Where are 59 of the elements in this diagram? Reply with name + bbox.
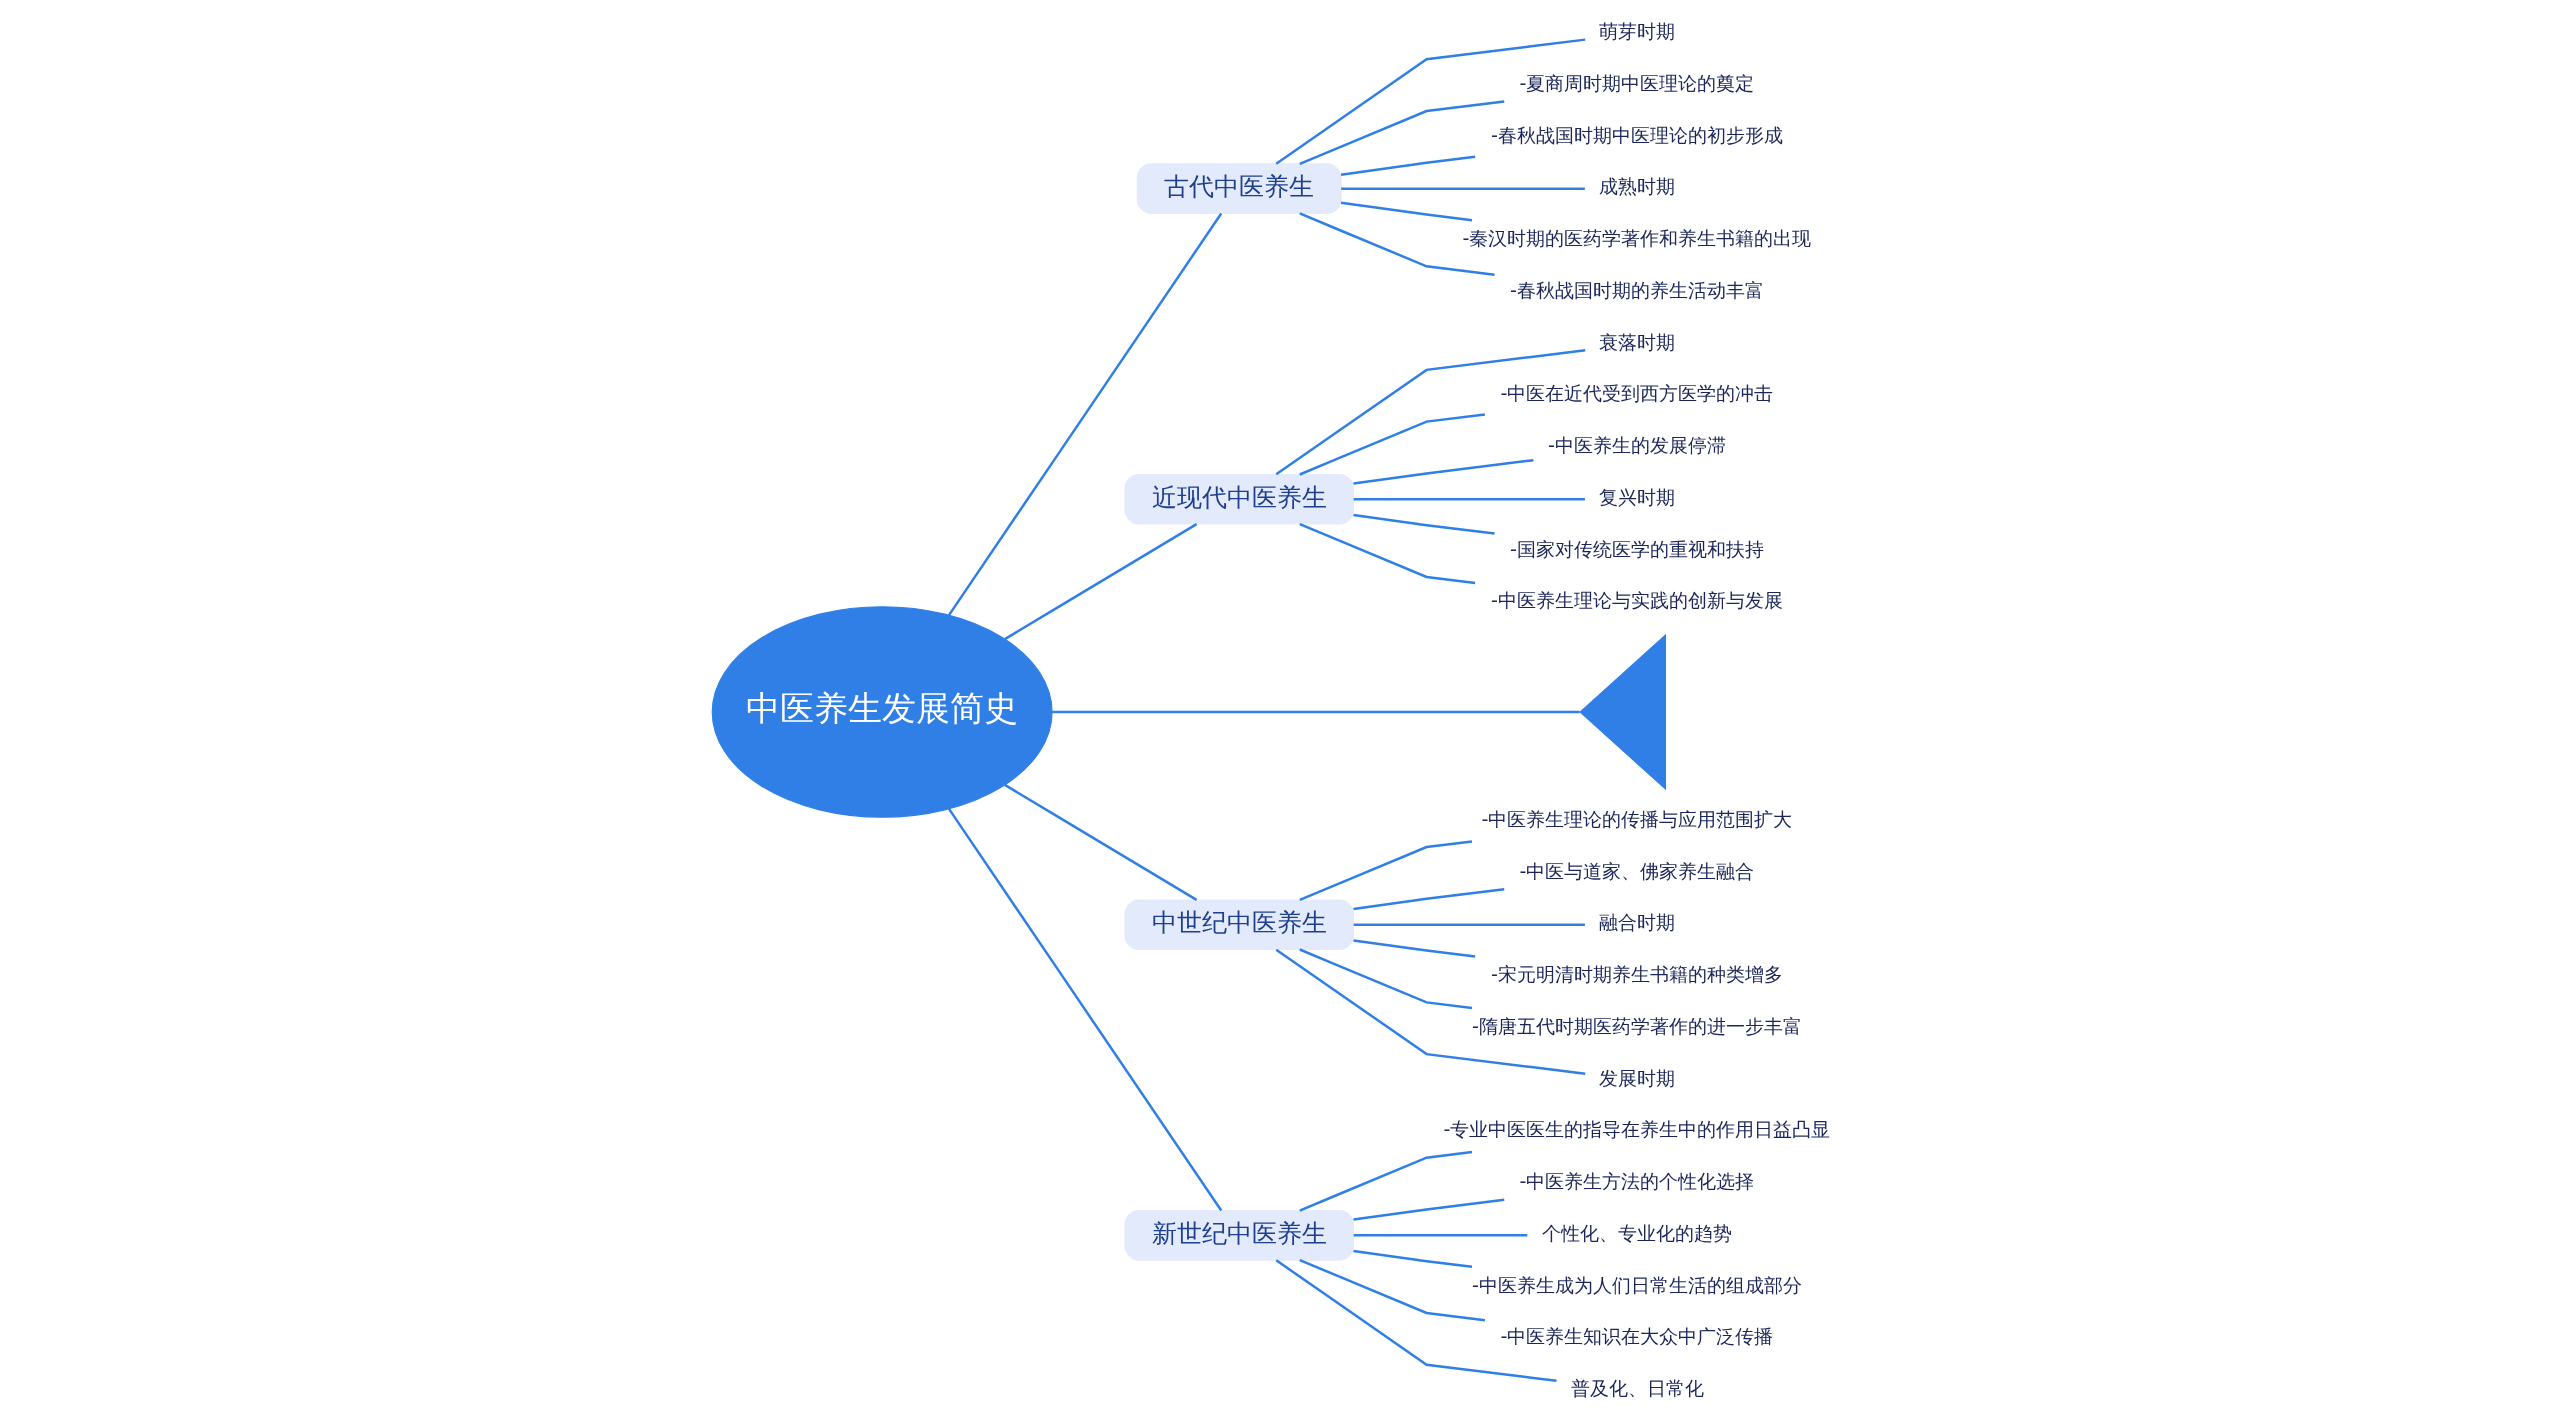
node-text: -春秋战国时期中医理论的初步形成	[1491, 123, 1783, 147]
connector	[1052, 710, 1580, 714]
connector	[1353, 458, 1534, 485]
connector	[1299, 1258, 1486, 1322]
node-text: -隋唐五代时期医药学著作的进一步丰富	[1472, 1014, 1802, 1038]
connector	[1341, 187, 1585, 190]
connector	[1275, 38, 1586, 165]
connector	[1353, 888, 1505, 911]
node-text: -中医养生理论的传播与应用范围扩大	[1481, 807, 1793, 831]
connector	[1275, 1259, 1557, 1383]
connector	[1353, 939, 1476, 958]
node-text: -春秋战国时期的养生活动丰富	[1510, 278, 1764, 302]
node-text: 复兴时期	[1599, 485, 1676, 509]
node-ellipse: 中医养生发展简史	[711, 606, 1053, 818]
connector	[1353, 513, 1495, 535]
node-text: -中医养生知识在大众中广泛传播	[1500, 1325, 1774, 1349]
connector	[1299, 413, 1486, 476]
node-text: 发展时期	[1599, 1066, 1676, 1090]
node-text: -中医养生理论与实践的创新与发展	[1491, 589, 1783, 613]
node-text: -专业中医医生的指导在养生中的作用日益凸显	[1443, 1118, 1831, 1142]
node-text: 衰落时期	[1599, 330, 1676, 354]
node-text: -中医养生的发展停滞	[1548, 434, 1726, 458]
node-tail	[1579, 633, 1667, 791]
connector	[1299, 100, 1505, 166]
node-text: -宋元明清时期养生书籍的种类增多	[1491, 963, 1783, 987]
connector	[1004, 523, 1198, 641]
node-text: -夏商周时期中医理论的奠定	[1519, 71, 1755, 95]
connector	[1299, 1150, 1473, 1212]
connector	[1340, 155, 1476, 176]
connector	[1353, 1249, 1473, 1269]
connector	[1299, 840, 1473, 902]
node-box: 中世纪中医养生	[1124, 899, 1354, 951]
node-box: 新世纪中医养生	[1124, 1210, 1354, 1261]
connector	[1353, 498, 1585, 501]
connector	[1340, 201, 1473, 222]
node-text: 个性化、专业化的趋势	[1542, 1221, 1733, 1245]
connector	[1353, 1198, 1505, 1221]
connector	[1299, 948, 1473, 1010]
node-text: -中医与道家、佛家养生融合	[1519, 859, 1755, 883]
connector	[1353, 923, 1585, 926]
node-text: 融合时期	[1599, 911, 1676, 935]
node-text: -中医养生成为人们日常生活的组成部分	[1472, 1273, 1802, 1297]
node-text: 萌芽时期	[1599, 19, 1676, 43]
node-text: 成熟时期	[1599, 175, 1676, 199]
node-box: 古代中医养生	[1136, 163, 1342, 214]
connector	[1299, 522, 1476, 585]
connector	[1275, 349, 1586, 476]
connector	[1299, 212, 1495, 276]
node-text: -国家对传统医学的重视和扶持	[1510, 537, 1764, 561]
connector	[1004, 783, 1198, 901]
connector	[947, 808, 1223, 1212]
node-text: -秦汉时期的医药学著作和养生书籍的出现	[1462, 227, 1812, 251]
connector	[1353, 1234, 1528, 1237]
connector	[947, 212, 1223, 616]
node-text: -中医养生方法的个性化选择	[1519, 1170, 1755, 1194]
node-box: 近现代中医养生	[1124, 473, 1354, 525]
node-text: -中医在近代受到西方医学的冲击	[1500, 382, 1774, 406]
node-text: 普及化、日常化	[1570, 1377, 1704, 1401]
connector	[1275, 948, 1586, 1075]
